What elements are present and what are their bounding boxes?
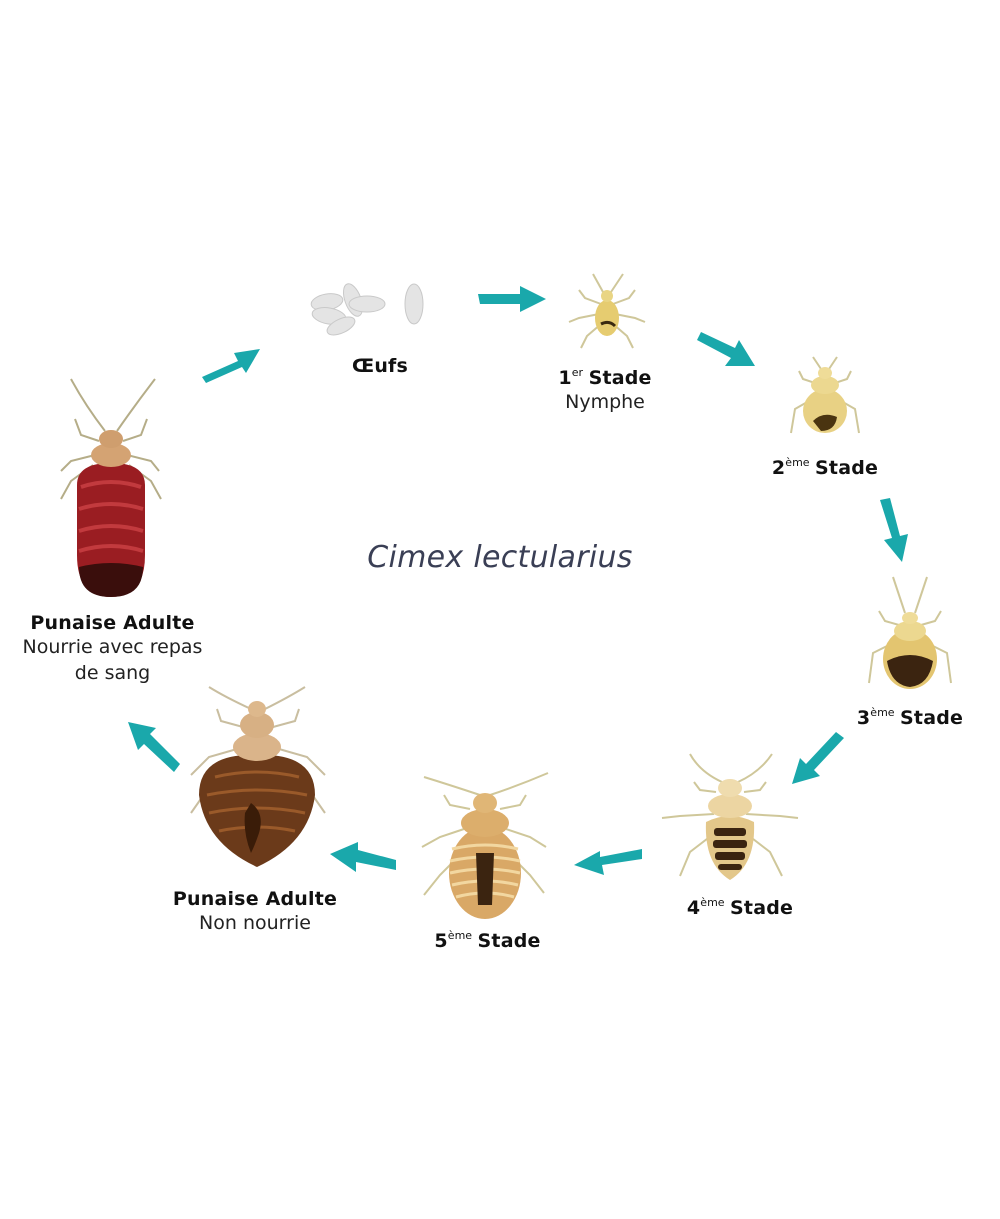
stage5-suffix: ème: [447, 929, 476, 942]
stage3-label: 3ème Stade: [845, 706, 975, 729]
stage2-suffix: ème: [785, 456, 814, 469]
stage4-label: 4ème Stade: [675, 896, 805, 919]
stage3-number: 3: [856, 707, 871, 729]
nymph-stage4-icon: [661, 753, 799, 880]
stage1-label: 1er Stade Nymphe: [545, 366, 665, 415]
arrow-icon-stage5-to-adult-unfed: [330, 842, 396, 872]
arrow-icon-adult-unfed-to-adult-fed: [128, 722, 180, 772]
stage3-suffix: ème: [870, 706, 899, 719]
stage2-label: 2ème Stade: [760, 456, 890, 479]
stage5-stage-word: Stade: [477, 930, 541, 952]
stage4-stage-word: Stade: [730, 897, 794, 919]
diagram-title: Cimex lectularius: [367, 540, 633, 575]
adult-fed-label: Punaise Adulte Nourrie avec repas de san…: [0, 612, 225, 686]
stage1-stage-word: Stade: [588, 367, 652, 389]
stage1-number: 1: [558, 367, 572, 389]
adult-unfed-label: Punaise Adulte Non nourrie: [160, 888, 350, 936]
eggs-icon: [310, 283, 424, 336]
eggs-label: Œufs: [351, 355, 409, 377]
adult-fed-bedbug-icon: [60, 378, 162, 597]
adult-unfed-title: Punaise Adulte: [172, 888, 338, 910]
nymph-stage5-icon: [421, 772, 549, 919]
arrow-icon-eggs-to-stage1: [478, 286, 546, 312]
adult-unfed-bedbug-icon: [190, 686, 326, 867]
nymph-stage1-icon: [568, 273, 646, 349]
arrow-icon-stage1-to-stage2: [697, 332, 755, 366]
nymph-stage3-icon: [868, 576, 952, 689]
stage2-stage-word: Stade: [815, 457, 879, 479]
arrow-icon-stage4-to-stage5: [574, 849, 642, 875]
arrow-icon-adult-to-eggs: [202, 349, 260, 383]
stage5-label: 5ème Stade: [420, 929, 555, 952]
arrow-icon-stage3-to-stage4: [792, 732, 844, 784]
stage3-stage-word: Stade: [900, 707, 964, 729]
arrow-icon-stage2-to-stage3: [880, 498, 908, 562]
adult-unfed-sublabel: Non nourrie: [199, 912, 311, 934]
stage4-suffix: ème: [700, 896, 729, 909]
stage5-number: 5: [434, 930, 448, 952]
adult-fed-sublabel-line1: Nourrie avec repas: [22, 636, 203, 658]
adult-fed-title: Punaise Adulte: [30, 612, 195, 634]
stage2-number: 2: [771, 457, 786, 479]
adult-fed-sublabel-line2: de sang: [74, 662, 151, 684]
stage1-sublabel: Nymphe: [565, 391, 645, 413]
nymph-stage2-icon: [790, 356, 860, 434]
stage4-number: 4: [686, 897, 701, 919]
stage1-suffix: er: [571, 366, 587, 379]
